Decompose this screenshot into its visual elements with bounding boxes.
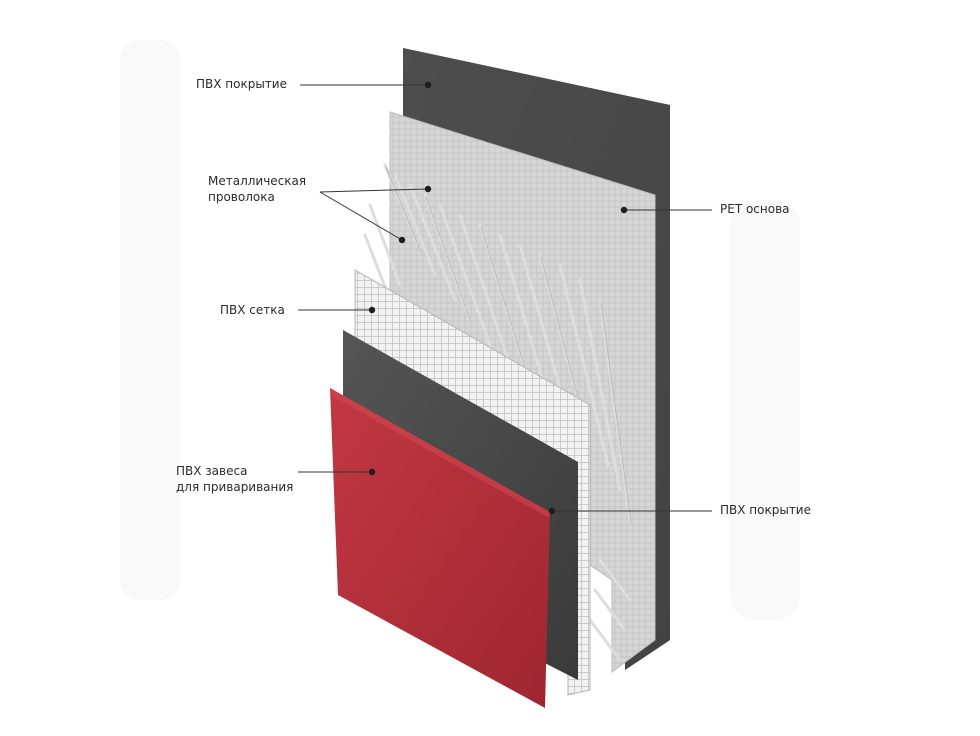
label-pvc-coating-bottom: ПВХ покрытие [720,503,811,517]
label-pvc-mesh: ПВХ сетка [220,303,285,317]
background-watermark [120,40,800,620]
label-curtain-line2: для приваривания [176,480,294,494]
label-curtain-line1: ПВХ завеса [176,464,248,478]
label-metal-wire: Металлическая проволока [208,173,306,205]
label-metal-wire-line2: проволока [208,190,275,204]
label-metal-wire-line1: Металлическая [208,174,307,188]
label-pet-base: PET основа [720,202,790,216]
label-pvc-welding-curtain: ПВХ завеса для приваривания [176,463,293,495]
leader-dots [368,81,628,515]
pvc-welding-curtain-layer [330,388,550,708]
label-pvc-coating-top: ПВХ покрытие [196,77,287,91]
leader-lines [298,84,712,512]
